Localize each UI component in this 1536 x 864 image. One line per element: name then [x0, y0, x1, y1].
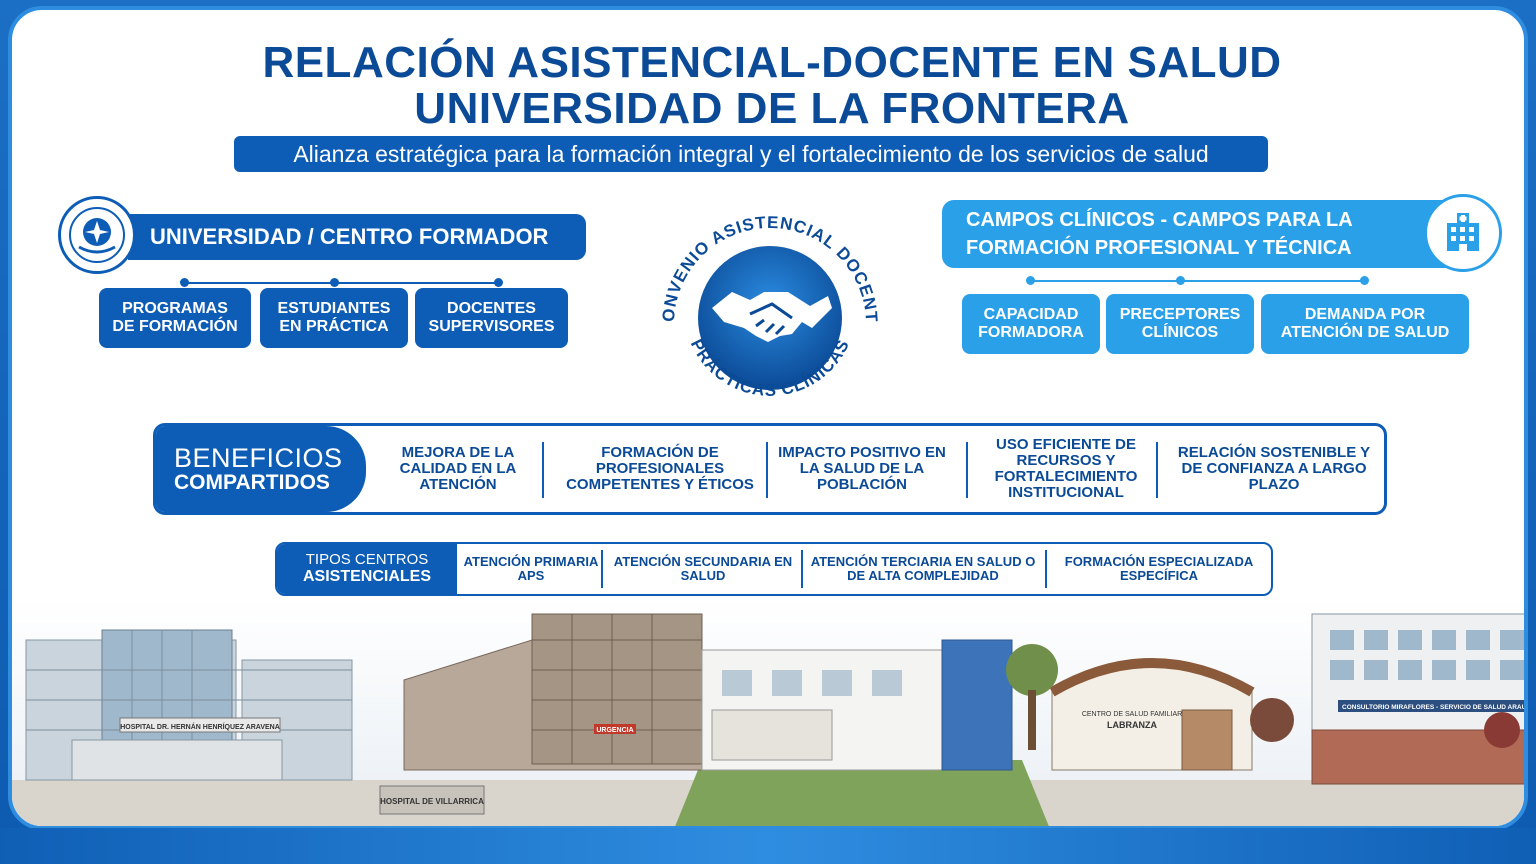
center-type-item: ATENCIÓN PRIMARIA APS — [463, 554, 599, 583]
center-type-item: FORMACIÓN ESPECIALIZADA ESPECÍFICA — [1064, 554, 1254, 583]
hospital-2-sign: HOSPITAL DE VILLARRICA — [380, 797, 484, 806]
center-types-header: TIPOS CENTROS ASISTENCIALES — [277, 544, 457, 594]
divider — [801, 550, 803, 588]
cesfam-sign-line-2: LABRANZA — [1107, 720, 1157, 730]
convenio-seal: CONVENIO ASISTENCIAL DOCENTE PRÁCTICAS C… — [652, 196, 880, 400]
title-line-2: UNIVERSIDAD DE LA FRONTERA — [414, 84, 1130, 133]
bottom-band — [0, 828, 1536, 864]
benefit-item: MEJORA DE LA CALIDAD EN LA ATENCIÓN — [399, 444, 517, 493]
divider — [1045, 550, 1047, 588]
connector-dot — [1176, 276, 1185, 285]
clinical-connector — [1030, 280, 1366, 282]
page-title: RELACIÓN ASISTENCIAL-DOCENTE EN SALUD UN… — [12, 38, 1524, 133]
clinical-title-line-1: CAMPOS CLÍNICOS - CAMPOS PARA LA — [966, 209, 1353, 231]
connector-dot — [1360, 276, 1369, 285]
benefits-header: BENEFICIOS COMPARTIDOS — [156, 426, 366, 512]
clinical-title-bar: CAMPOS CLÍNICOS - CAMPOS PARA LA FORMACI… — [942, 200, 1452, 268]
connector-dot — [330, 278, 339, 287]
cesfam-sign-line-1: CENTRO DE SALUD FAMILIAR — [1082, 711, 1182, 718]
benefit-item: IMPACTO POSITIVO EN LA SALUD DE LA POBLA… — [778, 444, 946, 493]
university-logo-icon — [58, 196, 136, 274]
divider — [542, 442, 544, 498]
white-clinic-building — [701, 639, 1013, 771]
divider — [966, 442, 968, 498]
handshake-icon — [712, 292, 832, 342]
center-type-item: ATENCIÓN TERCIARIA EN SALUD O DE ALTA CO… — [810, 554, 1036, 583]
servicio-sign: CONSULTORIO MIRAFLORES - SERVICIO DE SAL… — [1342, 702, 1528, 711]
cesfam-building: CENTRO DE SALUD FAMILIAR LABRANZA — [1049, 658, 1255, 771]
health-centers-illustration: HOSPITAL DR. HERNÁN HENRÍQUEZ ARAVENA UR… — [12, 600, 1528, 826]
divider — [1156, 442, 1158, 498]
subtitle-banner: Alianza estratégica para la formación in… — [234, 136, 1268, 172]
title-line-1: RELACIÓN ASISTENCIAL-DOCENTE EN SALUD — [262, 38, 1282, 87]
connector-dot — [1026, 276, 1035, 285]
urgency-sign: URGENCIA — [596, 727, 633, 734]
center-types-panel: TIPOS CENTROS ASISTENCIALES ATENCIÓN PRI… — [275, 542, 1273, 596]
divider — [766, 442, 768, 498]
university-connector — [184, 282, 500, 284]
benefit-item: RELACIÓN SOSTENIBLE Y DE CONFIANZA A LAR… — [1177, 444, 1371, 493]
university-title-bar: UNIVERSIDAD / CENTRO FORMADOR — [128, 214, 586, 260]
divider — [601, 550, 603, 588]
connector-dot — [494, 278, 503, 287]
benefits-panel: BENEFICIOS COMPARTIDOS MEJORA DE LA CALI… — [153, 423, 1387, 515]
hospital-building-icon — [1424, 194, 1502, 272]
trees-decoration — [1006, 644, 1520, 750]
hospital-building-1: HOSPITAL DR. HERNÁN HENRÍQUEZ ARAVENA — [25, 629, 353, 781]
clinical-title-line-2: FORMACIÓN PROFESIONAL Y TÉCNICA — [966, 237, 1352, 259]
benefit-item: USO EFICIENTE DE RECURSOS Y FORTALECIMIE… — [994, 436, 1138, 501]
center-type-item: ATENCIÓN SECUNDARIA EN SALUD — [613, 554, 793, 583]
hospital-1-sign: HOSPITAL DR. HERNÁN HENRÍQUEZ ARAVENA — [120, 722, 280, 731]
servicio-salud-building: CONSULTORIO MIRAFLORES - SERVICIO DE SAL… — [1311, 613, 1528, 785]
hospital-building-2: URGENCIA HOSPITAL DE VILLARRICA — [379, 613, 703, 815]
connector-dot — [180, 278, 189, 287]
infographic-card: RELACIÓN ASISTENCIAL-DOCENTE EN SALUD UN… — [8, 6, 1528, 830]
benefit-item: FORMACIÓN DE PROFESIONALES COMPETENTES Y… — [566, 444, 754, 493]
